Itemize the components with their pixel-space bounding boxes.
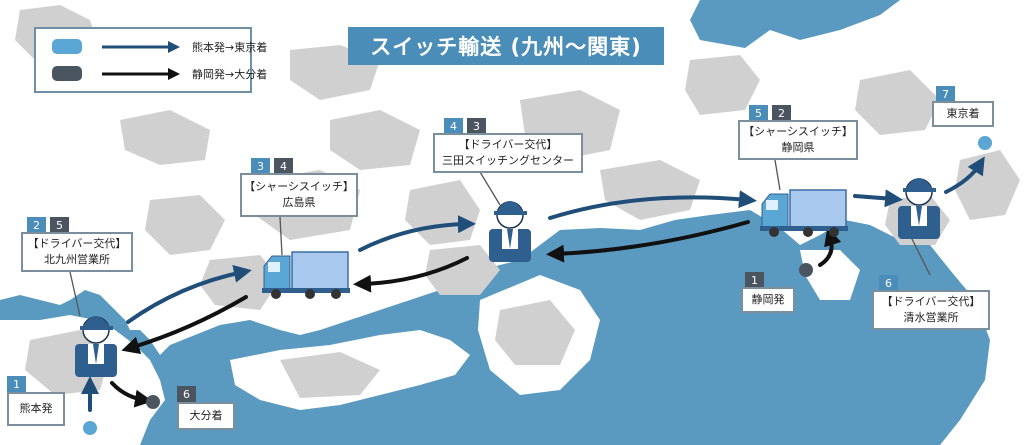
truck-icon-hiroshima: [262, 251, 350, 299]
label-kitakyushu-line2: 北九州営業所: [44, 253, 110, 266]
label-hiroshima-line2: 広島県: [282, 196, 316, 209]
legend-arrow-blue: [102, 41, 180, 53]
route-blue-3: [358, 215, 476, 252]
badge-kitakyushu-2: 2: [27, 217, 46, 233]
label-kitakyushu-line1: 【ドライバー交代】: [27, 237, 127, 250]
label-shizuoka-line2: 静岡県: [781, 141, 815, 154]
badge-shizuoka-2: 2: [772, 105, 791, 121]
label-shizuoka: 【シャーシスイッチ】 静岡県: [738, 120, 858, 160]
label-hiroshima: 【シャーシスイッチ】 広島県: [240, 173, 358, 217]
badge-shimizu-6: 6: [879, 275, 898, 291]
label-shizuoka-dep: 静岡発: [741, 287, 795, 313]
route-dark-5: [110, 381, 153, 408]
label-oita-line1: 大分着: [189, 409, 223, 422]
badge-mita-4: 4: [444, 118, 463, 134]
label-mita-line1: 【ドライバー交代】: [458, 138, 558, 151]
badge-kumamoto-1: 1: [7, 376, 26, 392]
label-mita-line2: 三田スイッチングセンター: [442, 154, 574, 167]
route-dark-1: [818, 227, 842, 267]
label-shizuoka-line1: 【シャーシスイッチ】: [743, 125, 853, 138]
legend: 熊本発→東京着 静岡発→大分着: [34, 27, 267, 93]
route-blue-6: [944, 156, 985, 194]
legend-label-dark: 静岡発→大分着: [192, 68, 268, 81]
badge-hiroshima-4: 4: [274, 158, 293, 174]
label-kumamoto: 熊本発: [7, 392, 65, 426]
oita-dot: [146, 395, 160, 409]
legend-swatch-dark: [52, 66, 82, 81]
route-dark-4: [121, 295, 248, 355]
label-oita: 大分着: [177, 402, 235, 430]
label-shimizu-line1: 【ドライバー交代】: [881, 295, 981, 308]
badge-kitakyushu-5: 5: [50, 217, 69, 233]
driver-icon-kitakyushu: [75, 316, 117, 377]
badge-oita-6: 6: [177, 386, 196, 402]
badge-tokyo-7: 7: [936, 86, 955, 102]
route-dark-3: [353, 256, 469, 293]
label-shimizu: 【ドライバー交代】 清水営業所: [872, 290, 990, 330]
label-tokyo-line1: 東京着: [946, 107, 980, 120]
driver-icon-mita: [489, 201, 531, 262]
route-dark-2: [546, 220, 750, 263]
badge-shizuoka-dep-1: 1: [745, 272, 764, 288]
route-blue-5: [853, 189, 903, 208]
tokyo-dot: [978, 136, 992, 150]
badge-mita-3: 3: [467, 118, 486, 134]
label-shimizu-line2: 清水営業所: [903, 311, 959, 324]
legend-label-blue: 熊本発→東京着: [192, 41, 268, 54]
driver-icon-shimizu: [898, 178, 940, 239]
badge-shizuoka-5: 5: [749, 105, 768, 121]
route-blue-4: [548, 190, 757, 220]
label-mita: 【ドライバー交代】 三田スイッチングセンター: [433, 133, 583, 173]
kumamoto-dot: [83, 421, 97, 435]
label-tokyo: 東京着: [932, 101, 994, 127]
label-hiroshima-line1: 【シャーシスイッチ】: [244, 180, 354, 193]
label-kumamoto-line1: 熊本発: [19, 402, 53, 415]
legend-arrow-dark: [102, 68, 180, 80]
page-title: スイッチ輸送 (九州〜関東): [348, 27, 664, 65]
badge-hiroshima-3: 3: [251, 158, 270, 174]
shizuoka-dot: [799, 263, 813, 277]
legend-swatch-blue: [52, 39, 82, 54]
label-shizuoka-dep-line1: 静岡発: [751, 293, 785, 306]
route-blue-2: [126, 265, 252, 324]
truck-icon-shizuoka: [760, 189, 848, 237]
label-kitakyushu: 【ドライバー交代】 北九州営業所: [21, 232, 133, 272]
